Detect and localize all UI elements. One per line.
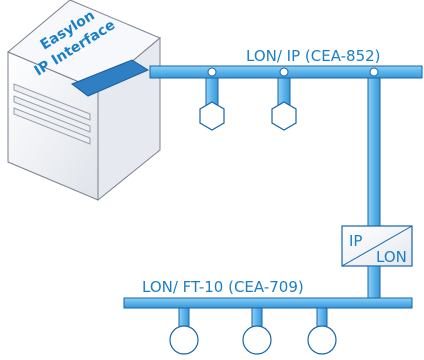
ip-node-2-hexagon [271,101,297,131]
ft10-node-1-circle [169,325,199,355]
ip-lon-router: IP LON [341,225,413,267]
router-downlink-pipe [367,265,381,299]
card-slot-icon [70,59,150,97]
router-divider [341,225,413,267]
ip-node-1 [199,67,225,131]
ft10-node-3 [307,307,337,355]
ip-node-2-junction [279,67,289,77]
router-uplink-pipe [367,77,381,229]
ft10-node-3-circle [307,325,337,355]
ip-node-1-hexagon [199,101,225,131]
ft10-node-1 [169,307,199,355]
ip-node-2 [271,67,297,131]
ft10-bus-pipe [123,297,413,309]
ip-bus: LON/ IP (CEA-852) [149,47,423,79]
ft10-node-2 [242,307,272,355]
device-drive-slots [13,83,91,145]
router-top-label: IP [349,232,362,250]
router-uplink [367,67,381,229]
ft10-node-2-circle [242,325,272,355]
ip-bus-label: LON/ IP (CEA-852) [246,47,381,65]
easylon-ip-interface-device: Easylon IP Interface [7,0,161,202]
ft10-bus: LON/ FT-10 (CEA-709) [123,278,413,309]
router-bottom-label: LON [376,248,407,266]
ft10-bus-label: LON/ FT-10 (CEA-709) [142,278,304,296]
ip-node-1-junction [207,67,217,77]
router-uplink-junction [369,67,379,77]
